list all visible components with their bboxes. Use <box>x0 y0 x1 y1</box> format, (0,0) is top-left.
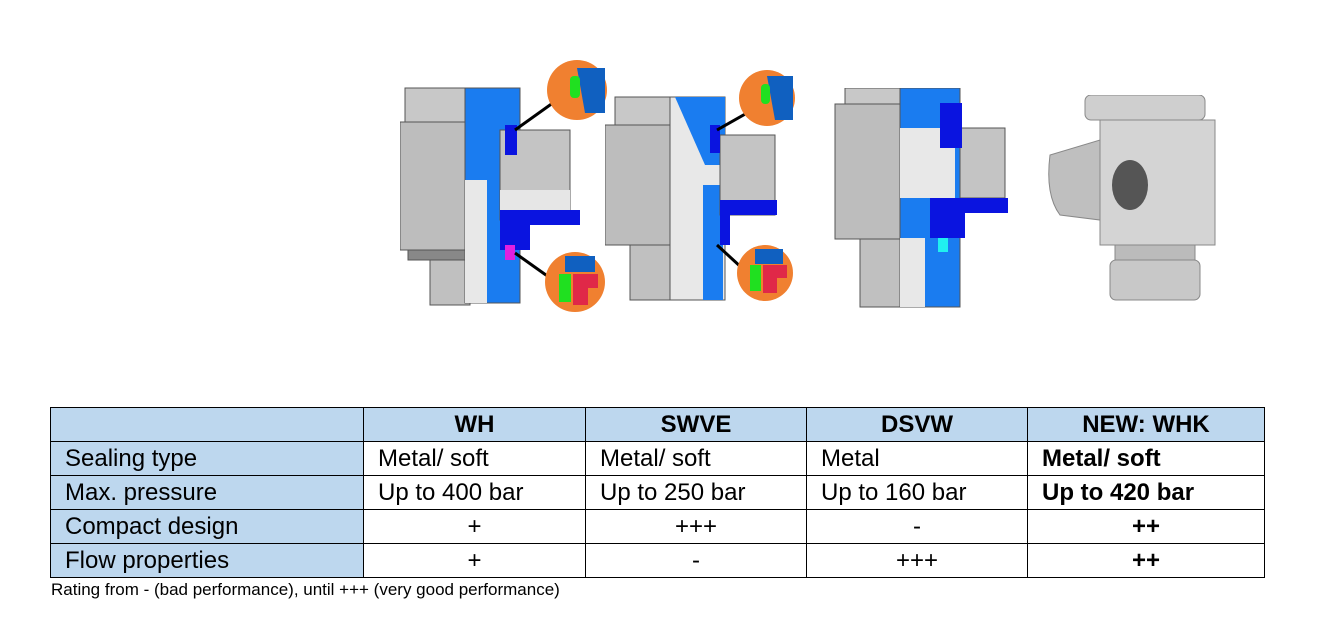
cell: Up to 250 bar <box>585 475 807 510</box>
header-wh: WH <box>363 407 586 442</box>
wh-fitting-illustration <box>400 83 580 306</box>
cell: +++ <box>585 509 807 544</box>
row-label: Max. pressure <box>50 475 364 510</box>
cell: - <box>806 509 1028 544</box>
cell: ++ <box>1027 543 1265 578</box>
row-label: Sealing type <box>50 441 364 476</box>
table-row: Compact design + +++ - ++ <box>50 509 1265 544</box>
cell: Metal/ soft <box>1027 441 1265 476</box>
swve-bottom-seal-callout <box>737 245 793 301</box>
cell: - <box>585 543 807 578</box>
swve-fitting-illustration <box>605 96 777 301</box>
cell: Metal <box>806 441 1028 476</box>
table-row: Max. pressure Up to 400 bar Up to 250 ba… <box>50 475 1265 510</box>
header-empty-cell <box>50 407 364 442</box>
cell: Up to 160 bar <box>806 475 1028 510</box>
whk-fitting-illustration <box>1048 95 1216 301</box>
row-label: Compact design <box>50 509 364 544</box>
table-row: Sealing type Metal/ soft Metal/ soft Met… <box>50 441 1265 476</box>
header-swve: SWVE <box>585 407 807 442</box>
cell: Metal/ soft <box>363 441 586 476</box>
table-header-row: WH SWVE DSVW NEW: WHK <box>50 407 1265 442</box>
rating-footnote: Rating from - (bad performance), until +… <box>51 580 560 599</box>
row-label: Flow properties <box>50 543 364 578</box>
cell: +++ <box>806 543 1028 578</box>
header-dsvw: DSVW <box>806 407 1028 442</box>
header-whk: NEW: WHK <box>1027 407 1265 442</box>
swve-top-seal-callout <box>739 70 795 126</box>
comparison-table: WH SWVE DSVW NEW: WHK Sealing type Metal… <box>50 407 1265 578</box>
cell: Up to 420 bar <box>1027 475 1265 510</box>
cell: + <box>363 543 586 578</box>
table-row: Flow properties + - +++ ++ <box>50 543 1265 578</box>
cell: ++ <box>1027 509 1265 544</box>
cell: + <box>363 509 586 544</box>
dsvw-fitting-illustration <box>834 88 1008 308</box>
cell: Metal/ soft <box>585 441 807 476</box>
cell: Up to 400 bar <box>363 475 586 510</box>
wh-top-seal-callout <box>547 60 607 120</box>
wh-bottom-seal-callout <box>545 252 605 312</box>
